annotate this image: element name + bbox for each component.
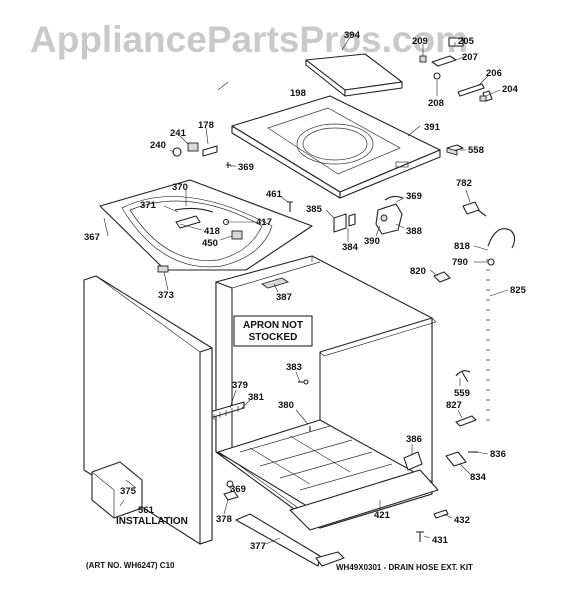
screw-369-top	[226, 162, 231, 168]
apron-notice: APRON NOT STOCKED	[233, 315, 313, 347]
part-827	[455, 415, 477, 427]
top-lid	[305, 53, 403, 97]
part-labels: 394 209 205 207 198 208 206 204 391 241 …	[84, 30, 527, 552]
leader-lines	[103, 33, 509, 545]
label-390: 390	[364, 236, 380, 247]
label-431: 431	[432, 535, 449, 546]
label-388: 388	[406, 226, 422, 237]
label-378: 378	[216, 514, 232, 525]
label-373: 373	[158, 290, 174, 301]
label-385: 385	[306, 204, 323, 215]
label-241: 241	[170, 128, 187, 139]
label-820: 820	[410, 266, 426, 277]
label-240: 240	[150, 140, 166, 151]
drain-hose-kit-note: WH49X0301 - DRAIN HOSE EXT. KIT	[336, 563, 473, 572]
screw-461	[287, 201, 293, 212]
label-375: 375	[120, 486, 137, 497]
label-825: 825	[510, 285, 527, 296]
label-377: 377	[250, 541, 266, 552]
part-431	[416, 531, 424, 542]
label-383: 383	[286, 362, 302, 373]
label-384: 384	[342, 242, 359, 253]
label-370: 370	[172, 182, 188, 193]
installation-label: INSTALLATION	[116, 516, 188, 527]
label-178: 178	[198, 120, 214, 131]
label-369-top: 369	[238, 162, 254, 173]
label-461: 461	[266, 189, 283, 200]
label-205: 205	[458, 36, 475, 47]
label-387: 387	[276, 292, 292, 303]
tub-ring-frame	[99, 179, 313, 273]
label-207: 207	[462, 52, 478, 63]
label-371: 371	[140, 200, 157, 211]
apron-notice-line1: APRON NOT	[243, 320, 303, 331]
part-558	[446, 144, 464, 156]
top-cover	[231, 95, 441, 199]
label-450: 450	[202, 238, 218, 249]
part-432	[433, 509, 449, 519]
apron-notice-line2: STOCKED	[249, 332, 298, 343]
part-782	[462, 201, 487, 217]
label-421: 421	[374, 510, 391, 521]
lid-switch-parts	[419, 37, 493, 102]
watermark: AppliancePartsPros.com	[30, 19, 468, 60]
label-208: 208	[428, 98, 444, 109]
label-380: 380	[278, 400, 294, 411]
label-204: 204	[502, 84, 519, 95]
label-206: 206	[486, 68, 502, 79]
hinge-parts	[172, 142, 218, 157]
label-379: 379	[232, 380, 248, 391]
label-381: 381	[248, 392, 265, 403]
label-391: 391	[424, 122, 441, 133]
label-417: 417	[256, 217, 272, 228]
label-418: 418	[204, 226, 220, 237]
label-790: 790	[452, 257, 468, 268]
label-558: 558	[468, 145, 484, 156]
installation-booklet	[91, 461, 143, 519]
label-834: 834	[470, 472, 487, 483]
label-782: 782	[456, 178, 472, 189]
label-827: 827	[446, 400, 462, 411]
switch-assembly	[333, 195, 404, 235]
label-394: 394	[344, 30, 361, 41]
label-559: 559	[454, 388, 470, 399]
label-836: 836	[490, 449, 506, 460]
label-367: 367	[84, 232, 100, 243]
toe-kick	[223, 480, 345, 567]
label-369-mid: 369	[406, 191, 422, 202]
part-559	[455, 370, 471, 383]
label-818: 818	[454, 241, 470, 252]
art-number: (ART NO. WH6247) C10	[86, 561, 175, 570]
label-432: 432	[454, 515, 470, 526]
label-561: 561	[138, 505, 155, 516]
label-209: 209	[412, 36, 428, 47]
label-386: 386	[406, 434, 422, 445]
label-369-low: 369	[230, 484, 246, 495]
label-198: 198	[290, 88, 306, 99]
